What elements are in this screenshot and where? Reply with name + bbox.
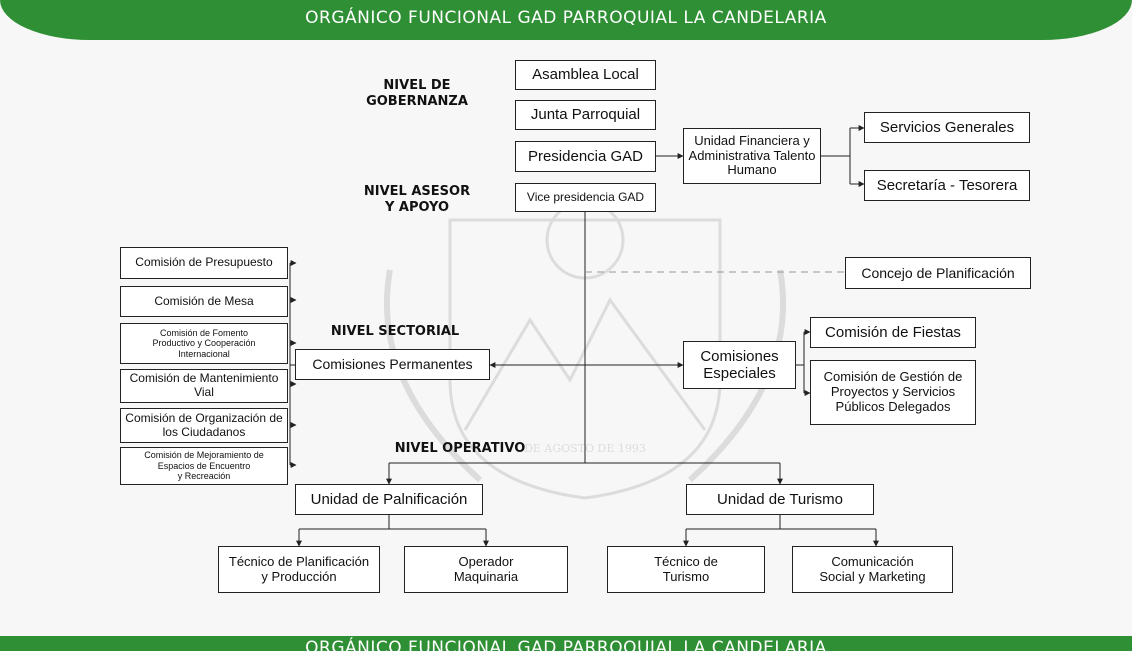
box-tecnico-planificacion: Técnico de Planificación y Producción — [218, 546, 380, 593]
box-operador-maquinaria: Operador Maquinaria — [404, 546, 568, 593]
box-comision-organizacion: Comisión de Organización de los Ciudadan… — [120, 408, 288, 443]
box-vicepresidencia: Vice presidencia GAD — [515, 183, 656, 212]
box-secretaria-tesorera: Secretaría - Tesorera — [864, 170, 1030, 201]
box-comision-mejoramiento: Comisión de Mejoramiento de Espacios de … — [120, 447, 288, 485]
box-comision-presupuesto: Comisión de Presupuesto — [120, 247, 288, 279]
box-comisiones-permanentes: Comisiones Permanentes — [295, 349, 490, 380]
level-label-sectorial: NIVEL SECTORIAL — [330, 324, 460, 339]
level-label-asesor: NIVEL ASESOR Y APOYO — [363, 184, 471, 216]
footer-banner: ORGÁNICO FUNCIONAL GAD PARROQUIAL LA CAN… — [0, 636, 1132, 651]
box-comision-mantenimiento: Comisión de Mantenimiento Vial — [120, 369, 288, 403]
level-label-operativo: NIVEL OPERATIVO — [394, 441, 526, 456]
box-comision-fiestas: Comisión de Fiestas — [810, 317, 976, 348]
box-junta-parroquial: Junta Parroquial — [515, 100, 656, 130]
box-comunicacion-social: Comunicación Social y Marketing — [792, 546, 953, 593]
level-label-gobernanza: NIVEL DE GOBERNANZA — [366, 78, 468, 110]
box-comisiones-especiales: Comisiones Especiales — [683, 341, 796, 389]
box-tecnico-turismo: Técnico de Turismo — [607, 546, 765, 593]
box-unidad-financiera: Unidad Financiera y Administrativa Talen… — [683, 128, 821, 184]
box-asamblea-local: Asamblea Local — [515, 60, 656, 90]
box-comision-mesa: Comisión de Mesa — [120, 286, 288, 317]
box-presidencia: Presidencia GAD — [515, 141, 656, 172]
box-comision-gestion: Comisión de Gestión de Proyectos y Servi… — [810, 360, 976, 425]
box-comision-fomento: Comisión de Fomento Productivo y Coopera… — [120, 323, 288, 364]
box-unidad-turismo: Unidad de Turismo — [686, 484, 874, 515]
box-servicios-generales: Servicios Generales — [864, 112, 1030, 143]
box-concejo-planificacion: Concejo de Planificación — [845, 257, 1031, 289]
header-banner: ORGÁNICO FUNCIONAL GAD PARROQUIAL LA CAN… — [0, 0, 1132, 40]
box-unidad-planificacion: Unidad de Palnificación — [295, 484, 483, 515]
